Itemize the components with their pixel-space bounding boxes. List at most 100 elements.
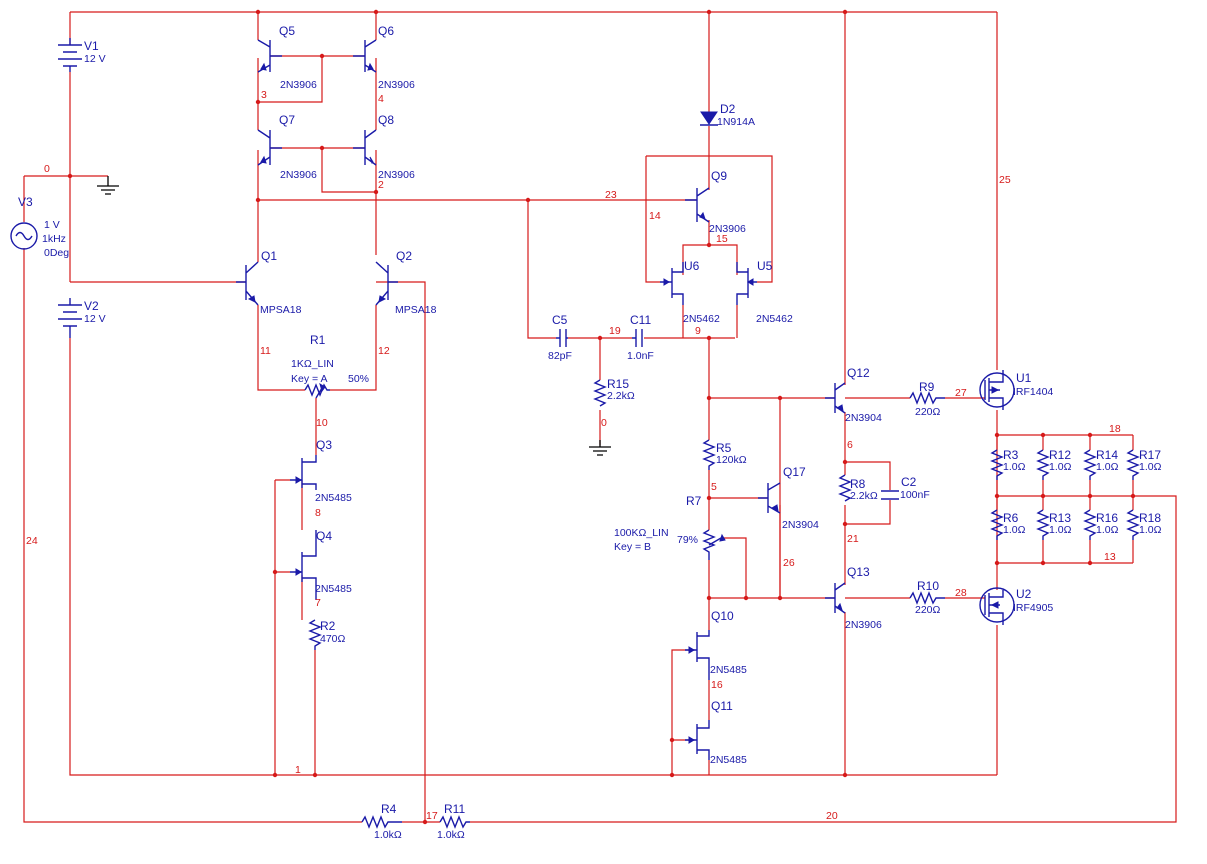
value-r9: 220Ω — [915, 406, 941, 418]
value-r4: 1.0kΩ — [374, 829, 402, 841]
ref-q5: Q5 — [279, 24, 295, 38]
net-label: 18 — [1109, 423, 1121, 435]
resistor-r17-symbol[interactable] — [1126, 449, 1140, 480]
model-q17: 2N3904 — [782, 519, 819, 531]
resistor-r6-symbol[interactable] — [990, 509, 1004, 540]
resistor-r10-symbol[interactable] — [909, 591, 945, 605]
model-u2: IRF4905 — [1013, 602, 1053, 614]
value-r2: 470Ω — [320, 633, 346, 645]
ref-q17: Q17 — [783, 465, 806, 479]
value-c5: 82pF — [548, 350, 572, 362]
component-labels: V1 12 V V2 12 V V3 1 V 1kHz 0Deg Q5 2N39… — [18, 24, 1162, 841]
ref-r7: R7 — [686, 494, 702, 508]
ref-q9: Q9 — [711, 169, 727, 183]
net-label: 6 — [847, 439, 853, 451]
mosfet-u1-symbol[interactable] — [979, 370, 1015, 410]
model-q13: 2N3906 — [845, 619, 882, 631]
model-q5: 2N3906 — [280, 79, 317, 91]
resistor-r14-symbol[interactable] — [1083, 449, 1097, 480]
ac-source-v3-symbol[interactable] — [10, 222, 38, 250]
model-q2: MPSA18 — [395, 304, 437, 316]
resistor-r15-symbol[interactable] — [593, 379, 607, 407]
net-label: 5 — [711, 481, 717, 493]
transistor-q5-symbol[interactable] — [257, 39, 282, 73]
transistor-q6-symbol[interactable] — [353, 39, 377, 73]
ref-c5: C5 — [552, 313, 568, 327]
battery-v2-symbol[interactable] — [58, 298, 82, 338]
jfet-q10-symbol[interactable] — [685, 630, 710, 680]
value-r12: 1.0Ω — [1049, 461, 1072, 473]
freq-v3: 1kHz — [42, 233, 66, 245]
net-label: 7 — [315, 597, 321, 609]
ref-r9: R9 — [919, 380, 935, 394]
ref-u5: U5 — [757, 259, 773, 273]
resistor-r13-symbol[interactable] — [1036, 509, 1050, 540]
jfet-u6-symbol[interactable] — [660, 262, 684, 305]
ref-r2: R2 — [320, 619, 336, 633]
ref-u1: U1 — [1016, 371, 1032, 385]
net-label: 27 — [955, 387, 967, 399]
net-label: 17 — [426, 810, 438, 822]
model-u1: IRF1404 — [1013, 386, 1053, 398]
ref-c11: C11 — [630, 313, 651, 327]
model-q10: 2N5485 — [710, 664, 747, 676]
value-r1: 1KΩ_LIN — [291, 358, 334, 370]
mosfet-u2-symbol[interactable] — [979, 587, 1015, 625]
resistor-r9-symbol[interactable] — [909, 391, 945, 405]
ref-q7: Q7 — [279, 113, 295, 127]
resistor-r12-symbol[interactable] — [1036, 449, 1050, 480]
model-d2: 1N914A — [717, 116, 755, 128]
resistor-r11-symbol[interactable] — [439, 815, 470, 829]
battery-v1-symbol[interactable] — [58, 38, 82, 72]
jfet-q3-symbol[interactable] — [290, 455, 317, 490]
ref-q1: Q1 — [261, 249, 277, 263]
value-r18: 1.0Ω — [1139, 524, 1162, 536]
capacitor-c5-symbol[interactable] — [556, 329, 568, 347]
resistor-r16-symbol[interactable] — [1083, 509, 1097, 540]
transistor-q7-symbol[interactable] — [257, 129, 282, 166]
transistor-q2-symbol[interactable] — [375, 261, 398, 306]
transistor-q9-symbol[interactable] — [685, 187, 710, 223]
net-label: 9 — [695, 325, 701, 337]
potentiometer-r7-symbol[interactable] — [702, 529, 726, 560]
net-label: 20 — [826, 810, 838, 822]
resistor-r2-symbol[interactable] — [308, 619, 322, 650]
net-label: 25 — [999, 174, 1011, 186]
transistor-q13-symbol[interactable] — [825, 582, 846, 614]
net-label: 13 — [1104, 551, 1116, 563]
jfet-u5-symbol[interactable] — [736, 262, 757, 305]
ground-icon — [589, 440, 611, 456]
pct-r7: 79% — [677, 534, 698, 546]
resistor-r8-symbol[interactable] — [838, 474, 852, 502]
value-r13: 1.0Ω — [1049, 524, 1072, 536]
model-q4: 2N5485 — [315, 583, 352, 595]
diode-d2-symbol[interactable] — [700, 111, 718, 126]
resistor-r18-symbol[interactable] — [1126, 509, 1140, 540]
ref-q8: Q8 — [378, 113, 394, 127]
net-label: 3 — [261, 89, 267, 101]
key-r1: Key = A — [291, 373, 327, 385]
net-label: 4 — [378, 93, 384, 105]
resistor-r3-symbol[interactable] — [990, 449, 1004, 480]
net-label: 19 — [609, 325, 621, 337]
potentiometer-r1-symbol[interactable] — [304, 382, 330, 399]
capacitor-c2-symbol[interactable] — [881, 490, 899, 500]
ref-u6: U6 — [684, 259, 700, 273]
transistor-q8-symbol[interactable] — [353, 129, 377, 166]
net-label: 14 — [649, 210, 661, 222]
jfet-q4-symbol[interactable] — [290, 530, 317, 600]
resistor-r5-symbol[interactable] — [702, 439, 716, 470]
resistor-r4-symbol[interactable] — [361, 815, 402, 829]
transistor-q17-symbol[interactable] — [758, 482, 781, 514]
model-q6: 2N3906 — [378, 79, 415, 91]
ref-r3: R3 — [1003, 448, 1019, 462]
ref-q11: Q11 — [711, 699, 733, 713]
transistor-q12-symbol[interactable] — [825, 382, 846, 414]
ref-r16: R16 — [1096, 511, 1118, 525]
net-label: 12 — [378, 345, 390, 357]
ref-r10: R10 — [917, 579, 939, 593]
jfet-q11-symbol[interactable] — [685, 720, 710, 760]
capacitor-c11-symbol[interactable] — [632, 329, 643, 347]
transistor-q1-symbol[interactable] — [236, 261, 259, 306]
